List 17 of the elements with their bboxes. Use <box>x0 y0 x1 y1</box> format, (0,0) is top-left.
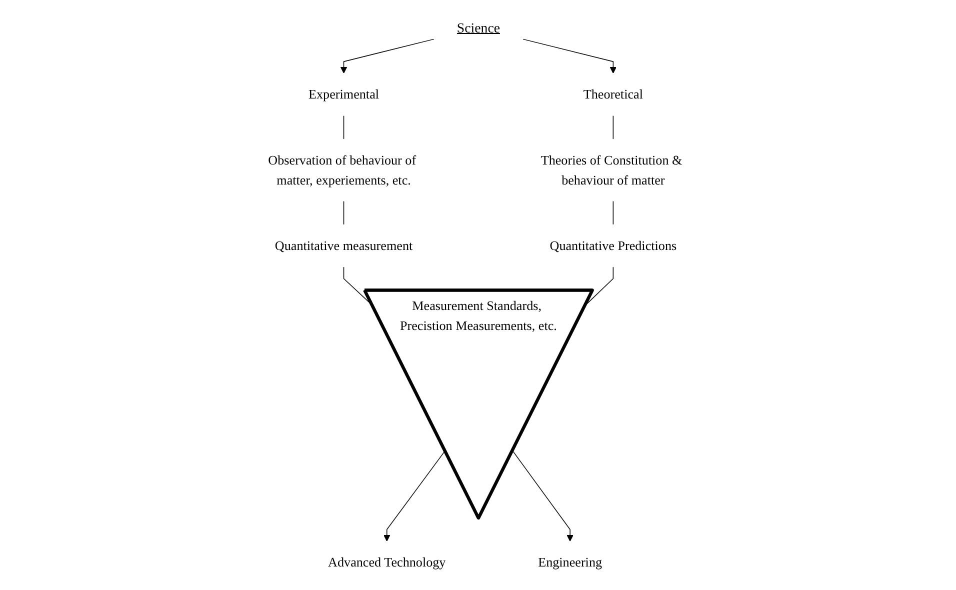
node-text: Theories of Constitution & behaviour of matter <box>540 152 682 188</box>
node-text: Quantitative measurement <box>274 238 412 253</box>
node-text: Theoretical <box>582 86 642 102</box>
connector <box>342 200 344 225</box>
connector <box>612 200 614 225</box>
node-text: Engineering <box>538 554 602 570</box>
arrow <box>512 450 573 542</box>
node-text: Advanced Technology <box>328 554 446 570</box>
connector <box>612 115 614 140</box>
connector <box>342 115 344 140</box>
node-text: Observation of behaviour of matter, experiements, etc. <box>268 152 416 188</box>
arrow <box>340 38 434 74</box>
node-text: Quantitative Predictions <box>549 238 676 253</box>
node-text: Experimental <box>308 86 379 102</box>
node-text: Science <box>456 20 500 36</box>
arrow <box>383 450 445 542</box>
arrow <box>522 38 616 74</box>
